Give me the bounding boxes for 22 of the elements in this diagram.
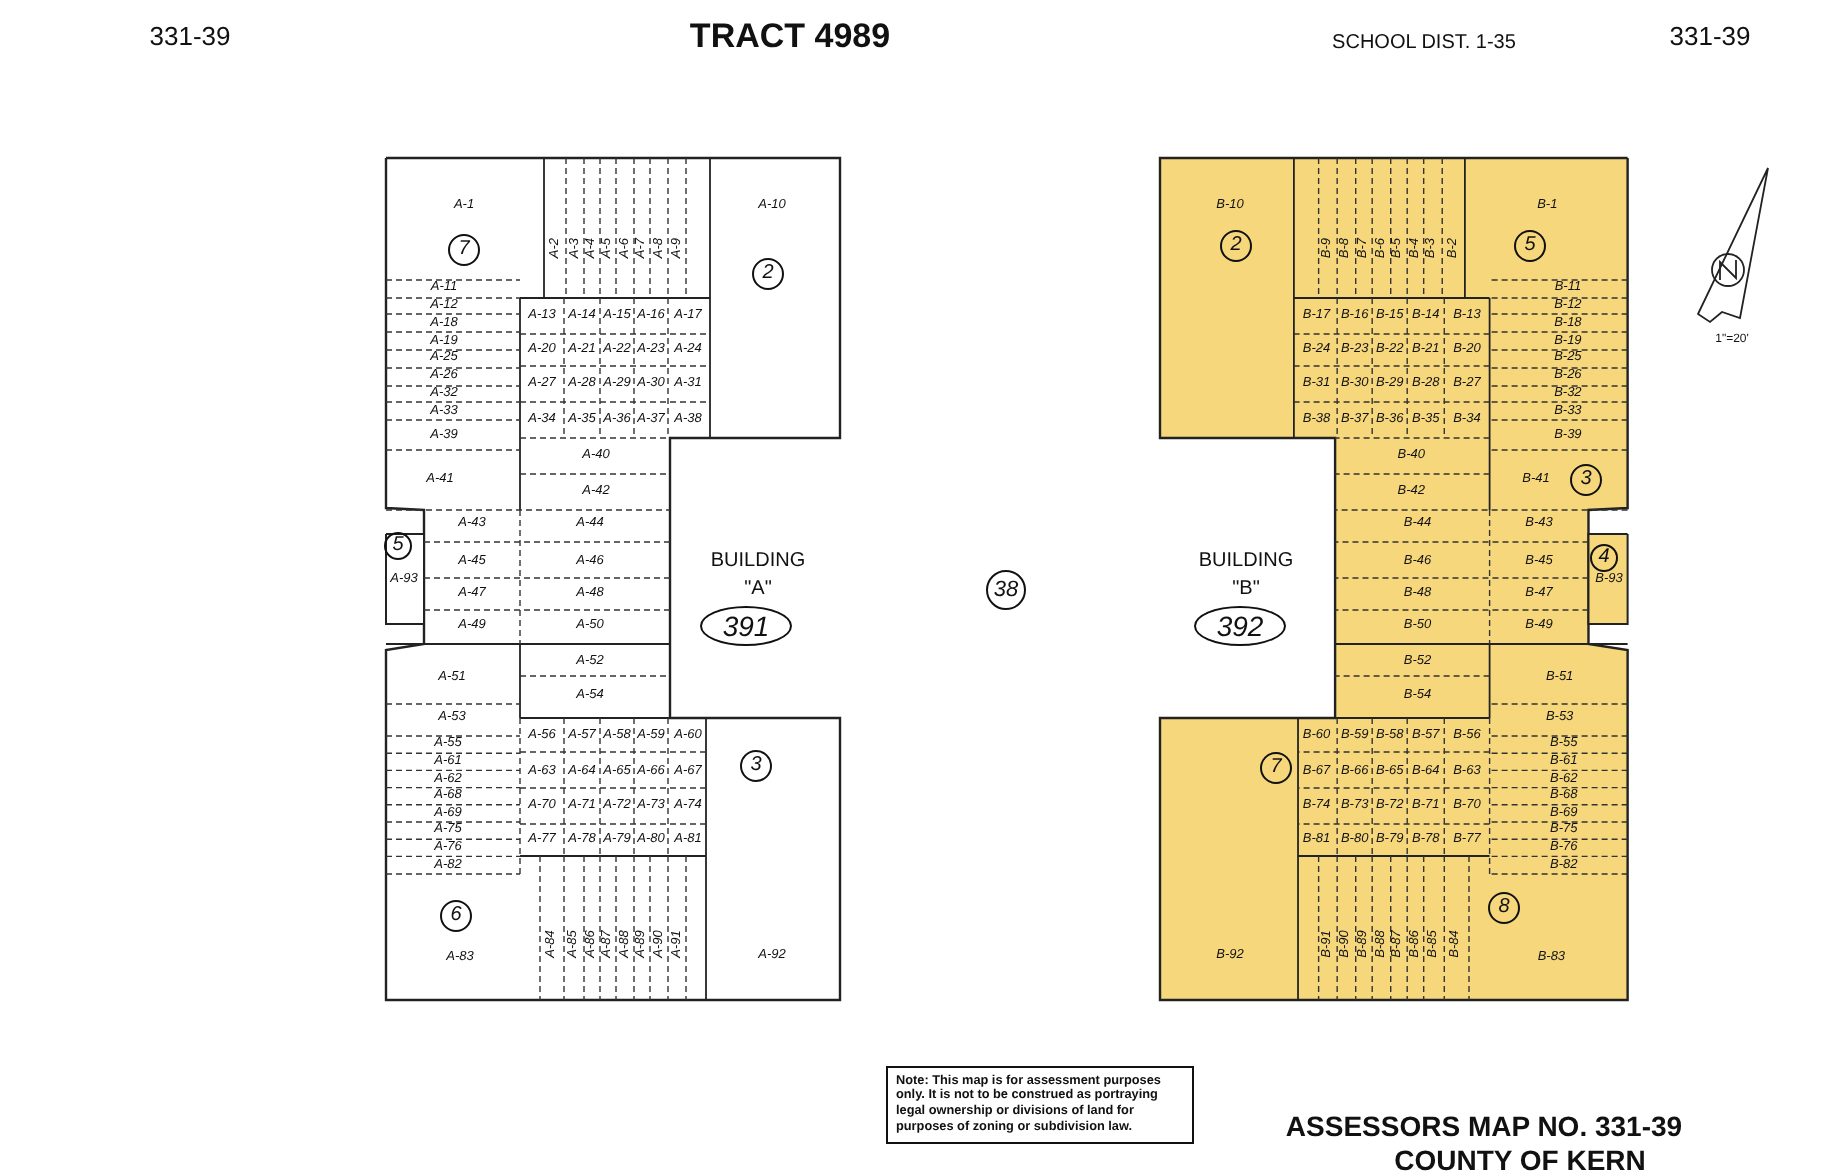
ellipse-number: 391: [700, 606, 792, 646]
circled-number: 7: [448, 234, 480, 266]
ellipse-number: 392: [1194, 606, 1286, 646]
map-number: 331-39: [149, 23, 231, 49]
circled-number: 5: [384, 532, 412, 560]
circled-number: 3: [1570, 464, 1602, 496]
circled-number: 2: [1220, 230, 1252, 262]
circled-number: 38: [986, 570, 1026, 610]
county-name: COUNTY OF KERN: [1394, 1146, 1646, 1174]
school-district: SCHOOL DIST. 1-35: [1332, 34, 1516, 54]
circled-number: 8: [1488, 892, 1520, 924]
circled-number: 2: [752, 258, 784, 290]
tract-title: TRACT 4989: [689, 19, 891, 53]
circled-number: 4: [1590, 544, 1618, 572]
map-number: 331-39: [1669, 23, 1751, 49]
building-label: BUILDING "A": [708, 548, 808, 604]
circled-number: 6: [440, 900, 472, 932]
assessors-map-title: ASSESSORS MAP NO. 331-39: [1285, 1112, 1683, 1140]
circled-number: 7: [1260, 752, 1292, 784]
building-label: BUILDING "B": [1196, 548, 1296, 604]
circled-number: 3: [740, 750, 772, 782]
circled-number: 5: [1514, 230, 1546, 262]
